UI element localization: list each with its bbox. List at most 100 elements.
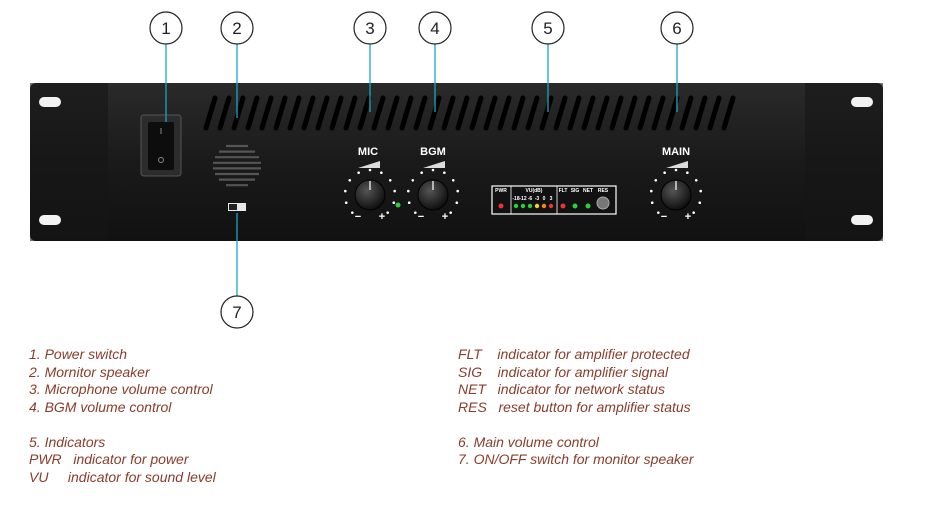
knob-scale-dot — [386, 211, 389, 214]
vent-slot — [665, 95, 680, 131]
vu-scale-label: 0 — [543, 196, 546, 202]
net-led — [585, 203, 591, 209]
vent-slot — [259, 95, 274, 131]
legend-right: FLT indicator for amplifier protected SI… — [458, 346, 693, 469]
vent-slot — [567, 95, 582, 131]
callout-number: 4 — [430, 19, 439, 38]
callout-7: 7 — [220, 295, 254, 329]
rack-hole-tl — [39, 97, 61, 107]
knob-scale-dot — [380, 171, 383, 175]
vu-led-6 — [548, 203, 554, 209]
res-button[interactable] — [596, 196, 610, 210]
main-label: MAIN — [662, 146, 690, 158]
legend-item: VU indicator for sound level — [29, 468, 216, 485]
knob-scale-dot — [698, 201, 702, 205]
knob-scale-dot — [388, 179, 392, 182]
knob-plus-label: + — [442, 211, 448, 223]
knob-scale-dot — [368, 168, 372, 172]
vent-slot — [217, 95, 232, 131]
knob-scale-dot — [663, 171, 666, 175]
callout-2: 2 — [220, 11, 254, 45]
callout-lines — [165, 44, 678, 296]
vent-slot — [637, 95, 652, 131]
mic-label: MIC — [358, 146, 378, 158]
vent-slot — [273, 95, 288, 131]
vent-slot — [287, 95, 302, 131]
vu-led-4 — [534, 203, 540, 209]
legend-item: RES reset button for amplifier status — [458, 398, 691, 415]
ind-res-label: RES — [598, 188, 609, 194]
vu-led-1 — [513, 203, 519, 209]
knob-minus-label: − — [418, 211, 424, 223]
knob-scale-dot — [344, 201, 348, 205]
bgm-volume-knob[interactable]: −+ — [407, 168, 459, 223]
vent-slot — [483, 95, 498, 131]
main-volume-knob[interactable]: −+ — [650, 168, 702, 223]
vent-slot — [609, 95, 624, 131]
knob-scale-dot — [431, 168, 435, 172]
vu-led-3 — [527, 203, 533, 209]
vu-led-2 — [520, 203, 526, 209]
vent-slot — [245, 95, 260, 131]
ind-vu-label: VU(dB) — [526, 188, 543, 194]
knob-scale-dot — [657, 211, 660, 214]
vent-slot — [693, 95, 708, 131]
vent-slot — [581, 95, 596, 131]
callout-number: 1 — [161, 19, 170, 38]
vent-slot — [343, 95, 358, 131]
vu-scale-label: -12 — [519, 196, 526, 202]
knob-scale-dot — [351, 211, 354, 214]
legend-item: FLT indicator for amplifier protected — [458, 346, 690, 362]
knob-scale-dot — [692, 211, 695, 214]
ind-net-label: NET — [583, 188, 593, 194]
monitor-speaker — [213, 144, 261, 187]
callout-1: 1 — [149, 11, 183, 45]
rack-hole-br — [851, 215, 873, 225]
vent-slot — [413, 95, 428, 131]
monitor-speaker-switch[interactable] — [228, 203, 246, 211]
legend-item: 1. Power switch — [29, 346, 128, 362]
mic-volume-knob[interactable]: −+ — [344, 168, 396, 223]
callout-number: 6 — [672, 19, 681, 38]
vent-slot — [427, 95, 442, 131]
callout-number: 3 — [365, 19, 374, 38]
vent-slot — [721, 95, 736, 131]
knob-scale-dot — [654, 179, 658, 182]
knob-scale-dot — [694, 179, 698, 182]
vent-slot — [553, 95, 568, 131]
knob-scale-dot — [411, 179, 415, 182]
legend-item: 5. Indicators — [29, 433, 106, 450]
knob-scale-dot — [686, 171, 689, 175]
legend-item: 3. Microphone volume control — [29, 381, 213, 397]
power-switch[interactable] — [140, 114, 182, 177]
vu-scale-label: -18 — [512, 196, 519, 202]
legend-item: NET indicator for network status — [458, 381, 665, 397]
knob-scale-dot — [357, 171, 360, 175]
vent-slot — [357, 95, 372, 131]
vent-slot — [301, 95, 316, 131]
callout-number: 7 — [232, 303, 241, 322]
vent-slot — [385, 95, 400, 131]
vu-scale-label: -6 — [528, 196, 533, 202]
vu-led-5 — [541, 203, 547, 209]
knob-scale-dot — [650, 201, 654, 205]
legend-item: 2. Mornitor speaker — [29, 363, 150, 380]
knob-scale-dot — [674, 168, 678, 172]
callout-4: 4 — [418, 11, 452, 45]
knob-scale-dot — [455, 201, 459, 205]
rack-hole-bl — [39, 215, 61, 225]
ind-flt-label: FLT — [559, 188, 568, 194]
vent-slot — [539, 95, 554, 131]
vent-slot — [595, 95, 610, 131]
knob-scale-dot — [344, 189, 347, 193]
vent-slot — [203, 95, 218, 131]
callout-3: 3 — [353, 11, 387, 45]
callout-number: 2 — [232, 19, 241, 38]
bgm-level-ramp-icon — [423, 161, 445, 168]
knob-scale-dot — [456, 189, 459, 193]
vent-slot — [707, 95, 722, 131]
pwr-led — [498, 203, 504, 209]
legend-item: 7. ON/OFF switch for monitor speaker — [458, 451, 694, 467]
